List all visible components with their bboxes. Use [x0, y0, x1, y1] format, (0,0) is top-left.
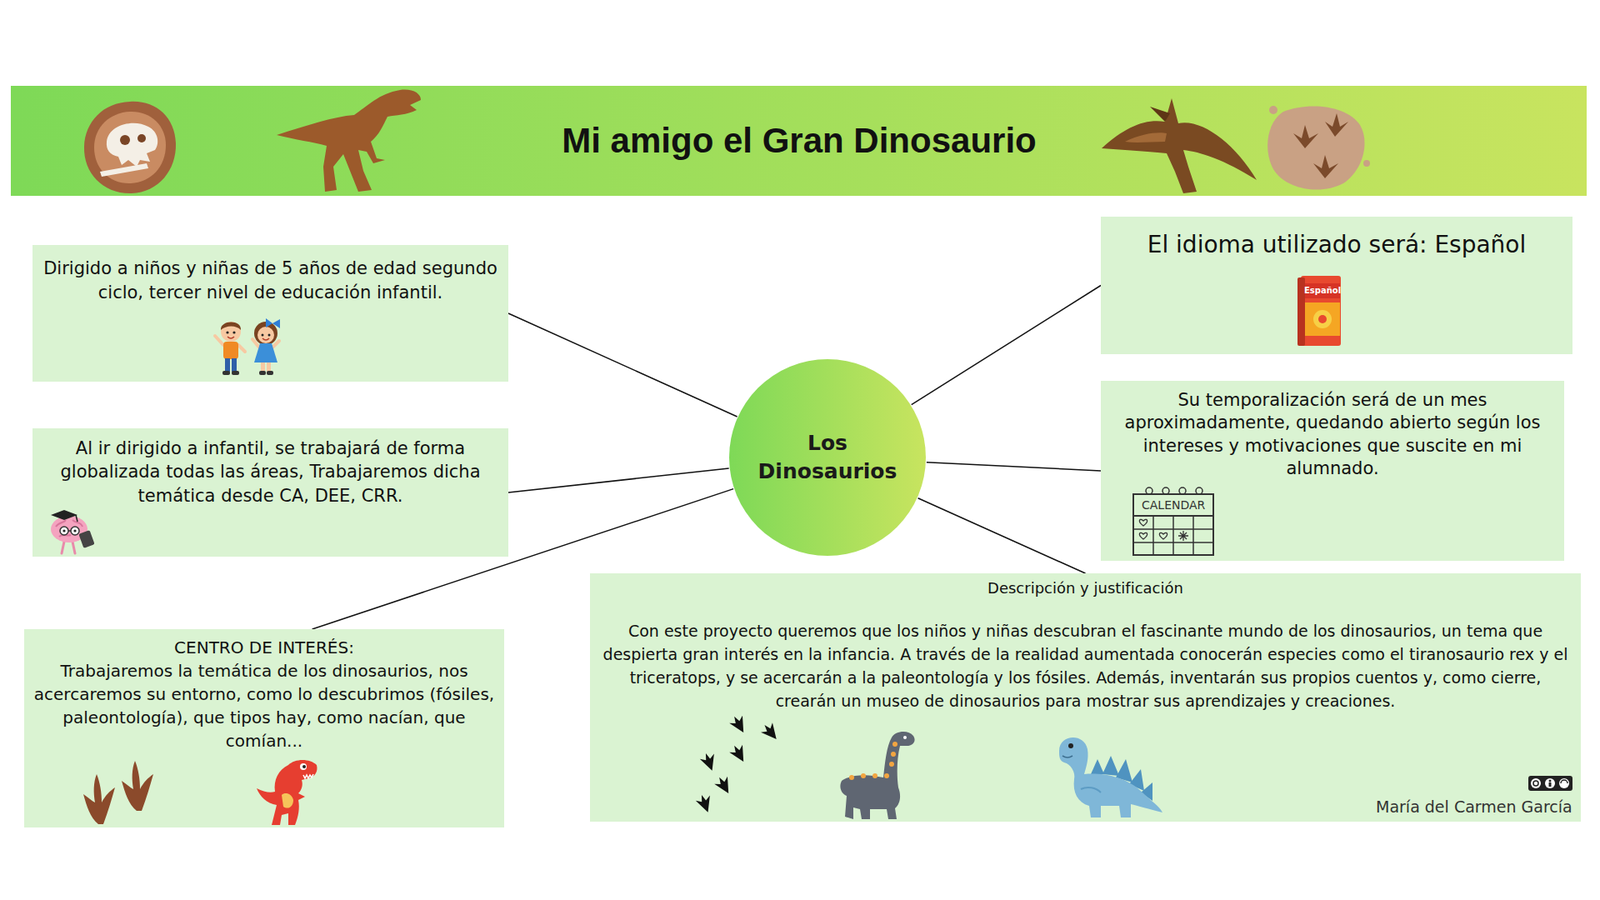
topic-circle: Los Dinosaurios	[728, 358, 927, 557]
trex-figure	[276, 90, 421, 192]
longneck-dino-icon	[836, 729, 921, 820]
footprint-icon	[81, 757, 159, 826]
license-badge	[1528, 775, 1573, 791]
description-text: Con este proyecto queremos que los niños…	[598, 620, 1573, 714]
book-icon	[1295, 274, 1343, 348]
approach-box: Al ir dirigido a infantil, se trabajará …	[32, 428, 509, 557]
pterodactyl-figure	[1101, 98, 1257, 194]
description-box: Descripción y justificaciónCon este proy…	[590, 573, 1581, 822]
fossil-icon	[84, 101, 176, 194]
connector-line	[918, 498, 1086, 574]
approach-text: Al ir dirigido a infantil, se trabajará …	[42, 436, 499, 508]
description-heading: Descripción y justificación	[598, 578, 1573, 599]
topic-text: Los Dinosaurios	[744, 429, 911, 486]
brain-icon	[44, 508, 96, 555]
interest-text: Trabajaremos la temática de los dinosaur…	[32, 659, 496, 753]
author-label: María del Carmen García	[1375, 798, 1573, 817]
circle-shape	[728, 358, 927, 557]
stegosaurus-icon	[1050, 725, 1164, 820]
timing-text: Su temporalización será de un mes aproxi…	[1110, 389, 1555, 480]
interest-box: CENTRO DE INTERÉS:Trabajaremos la temáti…	[24, 629, 505, 828]
calendar-label: CALENDAR	[1141, 498, 1205, 512]
bird-tracks-icon	[694, 715, 781, 815]
book-label: Español	[1304, 285, 1341, 296]
language-text: El idioma utilizado será: Español	[1110, 230, 1563, 260]
connector-line	[911, 285, 1101, 405]
connector-line	[508, 468, 730, 493]
connector-line	[508, 313, 738, 417]
connector-line	[926, 462, 1101, 471]
interest-heading: CENTRO DE INTERÉS:	[32, 635, 496, 660]
audience-text: Dirigido a niños y niñas de 5 años de ed…	[42, 256, 499, 306]
calendar-icon	[1130, 484, 1218, 558]
trex-icon	[255, 755, 320, 826]
language-box: El idioma utilizado será: Español	[1100, 216, 1573, 355]
children-icon	[209, 317, 290, 379]
title-band	[10, 85, 1587, 196]
title-text: Mi amigo el Gran Dinosaurio	[561, 120, 1036, 161]
audience-box: Dirigido a niños y niñas de 5 años de ed…	[32, 245, 509, 382]
timing-box: Su temporalización será de un mes aproxi…	[1100, 380, 1565, 561]
footprint-blob	[1267, 105, 1370, 190]
